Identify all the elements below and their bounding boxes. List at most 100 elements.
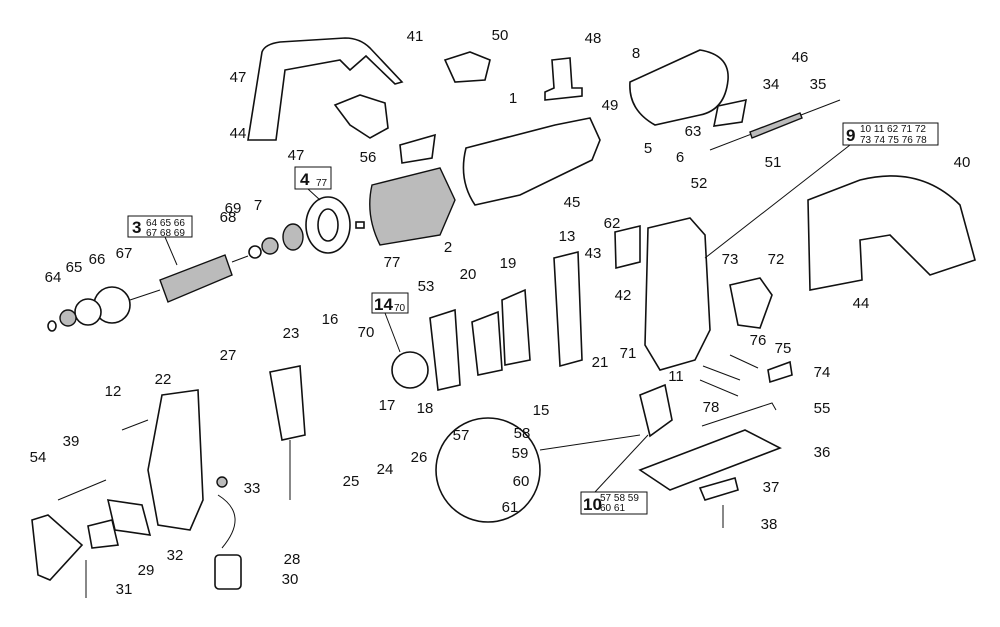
detail-leader xyxy=(539,434,641,451)
part-74-lever xyxy=(767,360,793,384)
callout-13: 13 xyxy=(559,228,576,245)
part-3-armature xyxy=(159,254,233,303)
callout-47: 47 xyxy=(288,147,305,164)
part-40-housing-half xyxy=(807,175,976,291)
kit-3-number: 3 xyxy=(132,218,141,237)
callout-7: 7 xyxy=(254,197,262,214)
kit-box-10: 10 57 58 59 60 61 xyxy=(580,434,649,515)
callout-68: 68 xyxy=(220,209,237,226)
part-20 xyxy=(471,310,503,376)
callout-51: 51 xyxy=(765,154,782,171)
callout-37: 37 xyxy=(763,479,780,496)
part-30-sleeve xyxy=(214,554,242,590)
part-4-inner xyxy=(317,208,339,242)
callout-67: 67 xyxy=(116,245,133,262)
callout-52: 52 xyxy=(691,175,708,192)
callout-18: 18 xyxy=(417,400,434,417)
callout-2: 2 xyxy=(444,239,452,256)
callout-39: 39 xyxy=(63,433,80,450)
callout-34: 34 xyxy=(763,76,780,93)
callout-59: 59 xyxy=(512,445,529,462)
callout-41: 41 xyxy=(407,28,424,45)
part-62-plate xyxy=(614,224,641,270)
part-41-handle-frame xyxy=(247,37,404,141)
callout-17: 17 xyxy=(379,397,396,414)
callout-11: 11 xyxy=(668,368,684,385)
callout-22: 22 xyxy=(155,371,172,388)
callout-66: 66 xyxy=(89,251,106,268)
callout-30: 30 xyxy=(282,571,299,588)
kit-9-number: 9 xyxy=(846,126,855,145)
kit-10-parts-2: 60 61 xyxy=(600,503,625,514)
part-78-rod xyxy=(699,379,739,397)
callout-20: 20 xyxy=(460,266,477,283)
callout-77: 77 xyxy=(384,254,401,271)
kit-3-parts-2: 67 68 69 xyxy=(146,228,185,239)
callout-45: 45 xyxy=(564,194,581,211)
kit-9-parts-2: 73 74 75 76 78 xyxy=(860,135,927,146)
callout-57: 57 xyxy=(453,427,470,444)
part-63-plate xyxy=(712,98,748,127)
part-8-motor-housing-cap xyxy=(629,49,729,126)
kit-box-9: 9 10 11 62 71 72 73 74 75 76 78 xyxy=(704,122,939,259)
callout-71: 71 xyxy=(620,345,637,362)
part-32 xyxy=(106,499,152,536)
callout-63: 63 xyxy=(685,123,702,140)
callout-43: 43 xyxy=(585,245,602,262)
callout-40: 40 xyxy=(954,154,971,171)
part-75-rod xyxy=(729,354,759,369)
callout-44: 44 xyxy=(230,125,247,142)
callout-35: 35 xyxy=(810,76,827,93)
callout-21: 21 xyxy=(592,354,609,371)
callout-49: 49 xyxy=(602,97,619,114)
callout-32: 32 xyxy=(167,547,184,564)
callout-29: 29 xyxy=(138,562,155,579)
part-11-rod xyxy=(702,365,741,381)
callout-6: 6 xyxy=(676,149,684,166)
callout-60: 60 xyxy=(513,473,530,490)
part-69 xyxy=(261,237,279,255)
part-56-plate xyxy=(399,133,436,164)
callout-50: 50 xyxy=(492,27,509,44)
part-66 xyxy=(74,298,102,326)
part-29 xyxy=(87,519,119,549)
callout-23: 23 xyxy=(283,325,300,342)
callout-42: 42 xyxy=(615,287,632,304)
callout-75: 75 xyxy=(775,340,792,357)
part-14-gear xyxy=(391,351,429,389)
callout-5: 5 xyxy=(644,140,652,157)
kit-box-14: 14 70 xyxy=(371,292,409,353)
part-23-plunger xyxy=(269,365,306,441)
callout-16: 16 xyxy=(322,311,339,328)
callout-31: 31 xyxy=(116,581,133,598)
callout-73: 73 xyxy=(722,251,739,268)
callout-15: 15 xyxy=(533,402,550,419)
part-64 xyxy=(47,320,57,332)
kit-3-parts: 64 65 66 xyxy=(146,218,185,229)
callout-25: 25 xyxy=(343,473,360,490)
callout-19: 19 xyxy=(500,255,517,272)
callout-46: 46 xyxy=(792,49,809,66)
callout-70: 70 xyxy=(358,324,375,341)
callout-48: 48 xyxy=(585,30,602,47)
callout-65: 65 xyxy=(66,259,83,276)
part-54 xyxy=(31,514,84,581)
part-33 xyxy=(216,476,228,488)
part-77 xyxy=(355,221,365,229)
part-65 xyxy=(59,309,77,327)
kit-10-number: 10 xyxy=(583,495,602,514)
callout-69: 69 xyxy=(225,200,242,217)
part-22-gear-housing xyxy=(147,389,204,531)
part-1-motor-housing xyxy=(462,117,601,206)
part-39-screw xyxy=(57,479,107,501)
part-9-housing-half xyxy=(644,217,711,371)
callout-74: 74 xyxy=(814,364,831,381)
callout-78: 78 xyxy=(703,399,720,416)
part-73 xyxy=(729,277,773,329)
callout-72: 72 xyxy=(768,251,785,268)
part-55-hex-key xyxy=(701,402,777,427)
part-armature-shaft xyxy=(129,255,249,301)
part-48 xyxy=(544,57,583,101)
